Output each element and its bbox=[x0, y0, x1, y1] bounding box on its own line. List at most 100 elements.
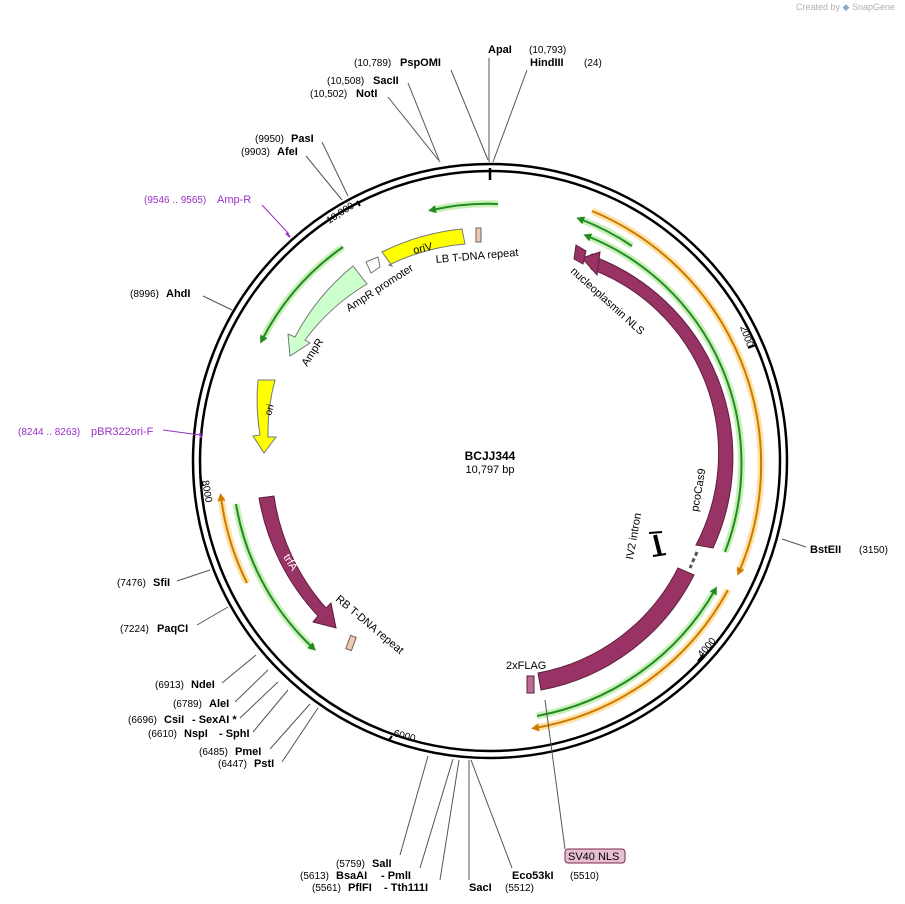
oriv-feature[interactable] bbox=[381, 228, 466, 267]
pos-sacii: (10,508) bbox=[327, 76, 364, 87]
iv2-intron-marker bbox=[653, 534, 662, 556]
leader-eco53ki bbox=[470, 759, 513, 869]
enzyme-nspi[interactable]: NspI bbox=[184, 728, 208, 740]
orf-green-bottom-line bbox=[536, 586, 717, 717]
pos-ahdi: (8996) bbox=[130, 289, 159, 300]
leader-nspi bbox=[252, 689, 289, 733]
enzyme-paqci[interactable]: PaqCI bbox=[157, 623, 188, 635]
label-ori: ori bbox=[263, 403, 277, 417]
rb-repeat-feature[interactable] bbox=[345, 634, 357, 652]
enzyme-saci[interactable]: SacI bbox=[469, 882, 492, 894]
label-iv2-intron: IV2 intron bbox=[624, 512, 644, 560]
ampr-promoter-feature[interactable] bbox=[365, 256, 381, 274]
pos-pflfi: (5561) bbox=[312, 883, 341, 894]
leader-sacii bbox=[407, 82, 440, 161]
orf-orange-right-line bbox=[591, 210, 763, 576]
enzyme-sali[interactable]: SalI bbox=[372, 858, 392, 870]
label-oriv: oriV bbox=[412, 241, 434, 257]
orf-green-top-line bbox=[428, 202, 499, 214]
pcocas9-arrowhead bbox=[581, 251, 601, 277]
leader-bsteii bbox=[781, 538, 807, 548]
enzyme-bsaai[interactable]: BsaAI bbox=[336, 870, 367, 882]
primer-amp-r-range: (9546 .. 9565) bbox=[144, 195, 206, 206]
enzyme-sfii[interactable]: SfiI bbox=[153, 577, 170, 589]
enzyme-hindiii[interactable]: HindIII bbox=[530, 57, 564, 69]
primer-pbr322ori-f-name[interactable]: pBR322ori-F bbox=[91, 426, 154, 438]
enzyme-afei[interactable]: AfeI bbox=[277, 146, 298, 158]
primer-amp-r-leader bbox=[261, 204, 290, 235]
tick-6000 bbox=[388, 735, 393, 741]
pos-csii: (6696) bbox=[128, 715, 157, 726]
enzyme-sexai[interactable]: - SexAI * bbox=[192, 714, 237, 726]
pos-afei: (9903) bbox=[241, 147, 270, 158]
enzyme-ndei[interactable]: NdeI bbox=[191, 679, 215, 691]
nucleoplasmin-nls-feature[interactable] bbox=[573, 244, 587, 265]
pos-ndei: (6913) bbox=[155, 680, 184, 691]
leader-paqci bbox=[196, 606, 229, 626]
location-ticks bbox=[199, 200, 757, 741]
enzyme-bsteii[interactable]: BstEII bbox=[810, 544, 841, 556]
enzyme-pasi[interactable]: PasI bbox=[291, 133, 314, 145]
pos-sali: (5759) bbox=[336, 859, 365, 870]
ori-feature[interactable] bbox=[252, 379, 277, 454]
pos-nspi: (6610) bbox=[148, 729, 177, 740]
enzyme-tth111i[interactable]: - Tth111I bbox=[384, 882, 428, 894]
primer-amp-r-name[interactable]: Amp-R bbox=[217, 194, 251, 206]
tick-label-8000: 8000 bbox=[199, 480, 214, 504]
label-rb-repeat: RB T-DNA repeat bbox=[333, 593, 406, 657]
tick-label-2000: 2000 bbox=[737, 324, 755, 349]
enzyme-pmli[interactable]: - PmlI bbox=[381, 870, 411, 882]
leader-pspomi bbox=[450, 69, 489, 161]
orf-green-left-upper-line bbox=[260, 246, 344, 344]
enzyme-psti[interactable]: PstI bbox=[254, 758, 274, 770]
enzyme-sphi[interactable]: - SphI bbox=[219, 728, 250, 740]
pcocas9-feature[interactable] bbox=[581, 252, 734, 549]
iv2-intron-cap-bottom bbox=[652, 553, 667, 557]
pos-paqci: (7224) bbox=[120, 624, 149, 635]
plasmid-length: 10,797 bp bbox=[466, 464, 515, 476]
leader-sv40-nls bbox=[544, 699, 566, 850]
leader-alei bbox=[234, 669, 269, 703]
leader-csii bbox=[239, 681, 279, 719]
pos-pspomi: (10,789) bbox=[354, 58, 391, 69]
enzyme-ahdi[interactable]: AhdI bbox=[166, 288, 190, 300]
leader-noti bbox=[387, 96, 441, 163]
enzyme-leader-lines bbox=[176, 58, 807, 881]
lb-repeat-feature[interactable] bbox=[475, 227, 482, 243]
pos-bsaai: (5613) bbox=[300, 871, 329, 882]
enzyme-eco53ki[interactable]: Eco53kI bbox=[512, 870, 554, 882]
2xflag-feature[interactable] bbox=[526, 675, 535, 694]
ampr-feature[interactable] bbox=[287, 265, 368, 357]
primer-pbr322ori-f-leader bbox=[162, 429, 201, 436]
intron-gap bbox=[688, 551, 699, 569]
orf-green-right-2-line bbox=[583, 233, 743, 553]
snapgene-credit: Created by ◆ SnapGene bbox=[796, 2, 895, 13]
trfa-feature[interactable] bbox=[258, 495, 337, 629]
pos-saci: (5512) bbox=[505, 883, 534, 894]
leader-ndei bbox=[221, 654, 257, 684]
tick-2000 bbox=[747, 344, 757, 349]
enzyme-csii[interactable]: CsiI bbox=[164, 714, 184, 726]
enzyme-alei[interactable]: AleI bbox=[209, 698, 229, 710]
tick-10000 bbox=[356, 200, 361, 207]
enzyme-pflfi[interactable]: PflFI bbox=[348, 882, 372, 894]
pcocas9-lower-segment[interactable] bbox=[537, 567, 695, 691]
tick-4000 bbox=[697, 654, 704, 662]
enzyme-noti[interactable]: NotI bbox=[356, 88, 377, 100]
pos-noti: (10,502) bbox=[310, 89, 347, 100]
orf-orange-left-lower-line bbox=[217, 493, 248, 584]
leader-bsaai bbox=[419, 758, 454, 869]
enzyme-apai[interactable]: ApaI bbox=[488, 44, 512, 56]
leader-psti bbox=[281, 707, 319, 763]
enzyme-pmei[interactable]: PmeI bbox=[235, 746, 261, 758]
pos-psti: (6447) bbox=[218, 759, 247, 770]
pos-alei: (6789) bbox=[173, 699, 202, 710]
label-pcocas9: pcoCas9 bbox=[689, 468, 708, 513]
label-2xflag: 2xFLAG bbox=[506, 660, 546, 672]
enzyme-sacii[interactable]: SacII bbox=[373, 75, 399, 87]
enzyme-pspomi[interactable]: PspOMI bbox=[400, 57, 441, 69]
sv40-nls-box[interactable] bbox=[564, 848, 626, 864]
primer-pbr322ori-f-mark bbox=[199, 432, 202, 439]
orf-orange-bottom-line bbox=[531, 589, 729, 732]
